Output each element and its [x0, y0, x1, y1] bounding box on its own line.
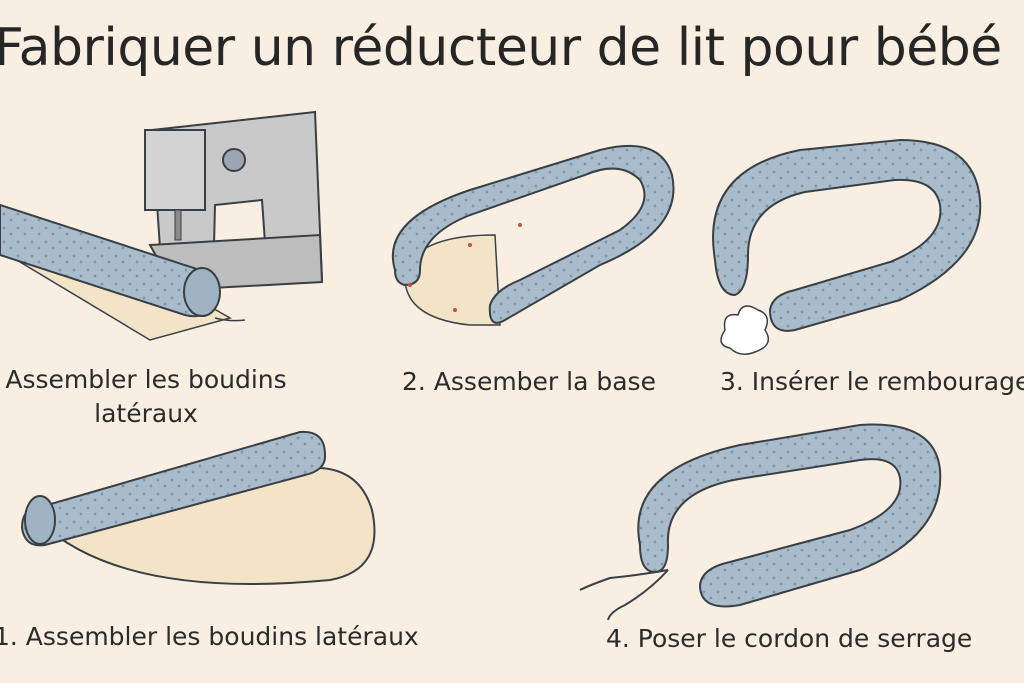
side-roll-tube: [0, 203, 246, 322]
roll-on-base-illustration: [20, 430, 376, 585]
step-caption-2: 2. Assember la base: [402, 367, 656, 396]
step-caption-1-line2: latéraux: [94, 399, 198, 428]
drawstring-roll-illustration: [579, 423, 942, 621]
step-caption-1-line1: Assembler les boudins: [5, 365, 287, 394]
step-caption-3: 3. Insérer le rembourage: [720, 367, 1024, 396]
page-title: Fabriquer un réducteur de lit pour bébé: [0, 18, 1002, 78]
pinned-base-illustration: [391, 144, 675, 326]
stuffed-roll-illustration: [712, 138, 982, 355]
step-caption-4: 1. Assembler les boudins latéraux: [0, 622, 419, 651]
step-caption-5: 4. Poser le cordon de serrage: [606, 624, 973, 653]
step-caption-1: Assembler les boudins latéraux: [0, 363, 296, 431]
